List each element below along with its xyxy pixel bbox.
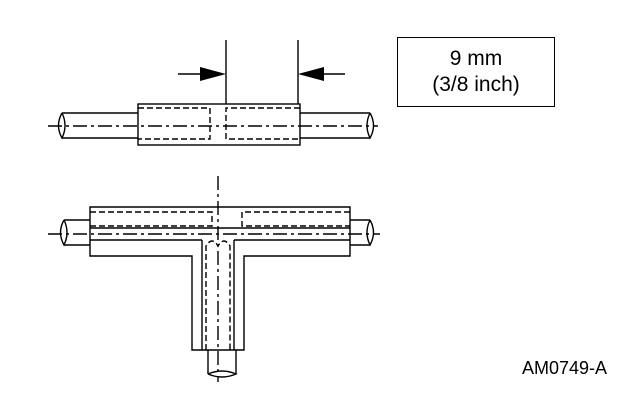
tee-right-tube (350, 219, 375, 247)
hidden-tube-right (241, 211, 350, 227)
connector-body (137, 103, 301, 146)
arrowhead-left-icon (298, 67, 324, 81)
hidden-tube-left (90, 211, 213, 227)
hidden-tube-end-left (138, 107, 211, 140)
straight-connector (48, 103, 378, 146)
arrowhead-right-icon (200, 67, 226, 81)
left-tube (57, 112, 138, 140)
tee-left-tube (59, 219, 90, 247)
dimension-metric: 9 mm (449, 47, 503, 70)
tee-body (89, 206, 351, 351)
tee-connector (48, 176, 380, 382)
hidden-tube-bottom (205, 240, 231, 350)
hidden-tube-end-right (225, 107, 300, 140)
figure-id: AM0749-A (521, 358, 607, 378)
dimension-imperial: (3/8 inch) (432, 73, 520, 96)
right-tube (300, 112, 375, 140)
dimension-marker (178, 40, 345, 104)
tee-bottom-tube (207, 350, 238, 378)
dimension-label-box: 9 mm (3/8 inch) (397, 37, 555, 107)
